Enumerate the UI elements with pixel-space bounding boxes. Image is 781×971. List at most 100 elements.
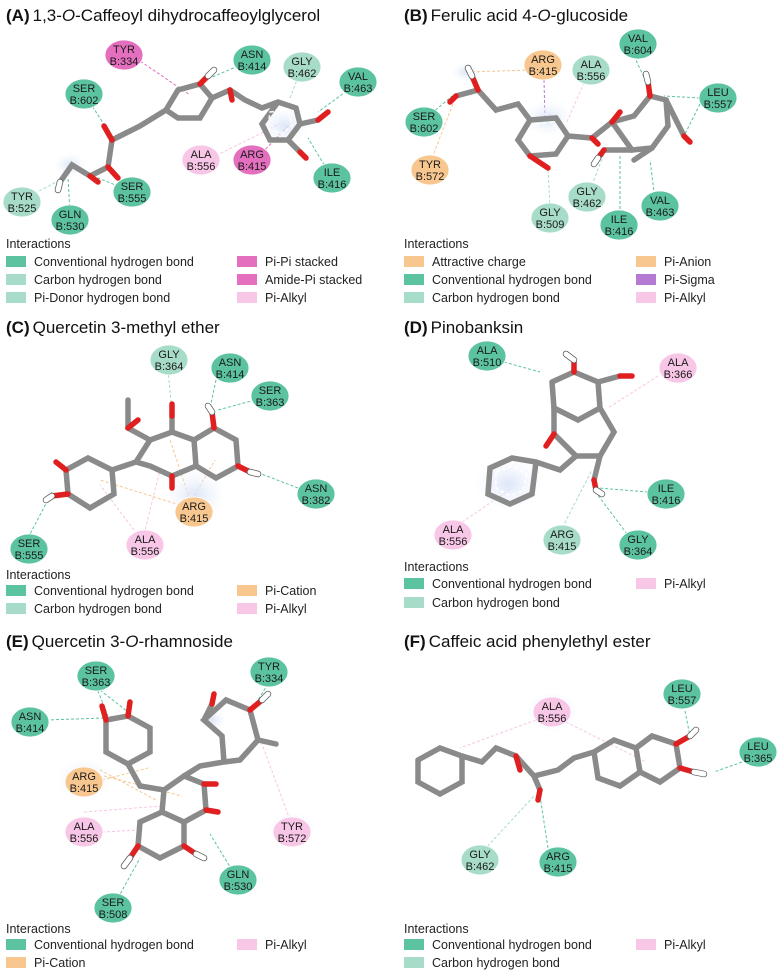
panel-b-ligand <box>447 62 693 171</box>
svg-text:Conventional hydrogen bond: Conventional hydrogen bond <box>34 584 194 598</box>
svg-text:ALA: ALA <box>74 821 95 833</box>
svg-text:LEU: LEU <box>671 683 692 695</box>
svg-text:SER: SER <box>413 111 436 123</box>
svg-text:GLY: GLY <box>469 849 491 861</box>
svg-text:B:602: B:602 <box>410 123 439 135</box>
svg-text:B:463: B:463 <box>344 83 373 95</box>
svg-text:TYR: TYR <box>113 44 135 56</box>
panel-d-title: (D)Pinobanksin <box>404 318 523 337</box>
svg-text:ILE: ILE <box>611 214 628 226</box>
svg-text:B:382: B:382 <box>302 495 331 507</box>
svg-text:TYR: TYR <box>281 821 303 833</box>
svg-text:ALA: ALA <box>668 357 689 369</box>
svg-text:Interactions: Interactions <box>6 922 71 936</box>
svg-text:Pi-Pi stacked: Pi-Pi stacked <box>265 255 338 269</box>
svg-text:Pi-Donor hydrogen bond: Pi-Donor hydrogen bond <box>34 291 170 305</box>
svg-text:B:364: B:364 <box>155 361 184 373</box>
svg-text:ASN: ASN <box>241 49 264 61</box>
panel-b-legend: Interactions Attractive charge Conventio… <box>404 237 715 305</box>
svg-text:VAL: VAL <box>628 33 648 45</box>
svg-text:B:556: B:556 <box>577 71 606 83</box>
svg-text:Pi-Sigma: Pi-Sigma <box>664 273 715 287</box>
svg-text:B:555: B:555 <box>118 193 147 205</box>
svg-text:GLY: GLY <box>291 56 313 68</box>
svg-text:B:556: B:556 <box>131 546 160 558</box>
svg-text:Amide-Pi stacked: Amide-Pi stacked <box>265 273 362 287</box>
svg-text:ARG: ARG <box>240 149 264 161</box>
svg-text:Interactions: Interactions <box>6 237 71 251</box>
svg-text:Carbon hydrogen bond: Carbon hydrogen bond <box>34 273 162 287</box>
svg-text:Conventional hydrogen bond: Conventional hydrogen bond <box>432 577 592 591</box>
svg-text:B:366: B:366 <box>664 369 693 381</box>
svg-text:B:572: B:572 <box>278 833 307 845</box>
svg-text:ARG: ARG <box>72 771 96 783</box>
svg-text:B:414: B:414 <box>16 723 45 735</box>
panel-b-title: (B)Ferulic acid 4-O-glucoside <box>404 6 628 25</box>
svg-text:SER: SER <box>259 385 282 397</box>
svg-text:Carbon hydrogen bond: Carbon hydrogen bond <box>432 291 560 305</box>
svg-text:ARG: ARG <box>546 851 570 863</box>
svg-text:VAL: VAL <box>348 71 368 83</box>
panel-c-legend: Interactions Conventional hydrogen bond … <box>6 568 316 616</box>
svg-text:Carbon hydrogen bond: Carbon hydrogen bond <box>432 956 560 970</box>
svg-text:B:415: B:415 <box>238 161 267 173</box>
svg-text:Conventional hydrogen bond: Conventional hydrogen bond <box>34 938 194 952</box>
svg-text:Pi-Alkyl: Pi-Alkyl <box>265 602 307 616</box>
svg-text:B:525: B:525 <box>8 203 37 215</box>
panel-e-title: (E)Quercetin 3-O-rhamnoside <box>6 632 233 651</box>
svg-text:B:530: B:530 <box>224 881 253 893</box>
svg-text:LEU: LEU <box>747 741 768 753</box>
svg-text:B:555: B:555 <box>15 550 44 562</box>
svg-text:Interactions: Interactions <box>404 237 469 251</box>
svg-text:B:415: B:415 <box>70 783 99 795</box>
svg-text:B:415: B:415 <box>180 513 209 525</box>
svg-text:TYR: TYR <box>419 159 441 171</box>
svg-text:B:334: B:334 <box>255 673 284 685</box>
svg-text:B:509: B:509 <box>536 219 565 231</box>
svg-text:Pi-Anion: Pi-Anion <box>664 255 711 269</box>
panel-f: (F)Caffeic acid phenylethyl ester <box>404 632 778 970</box>
svg-text:Conventional hydrogen bond: Conventional hydrogen bond <box>432 938 592 952</box>
panel-f-interaction-lines <box>459 705 743 851</box>
panel-a-ligand <box>54 66 331 194</box>
svg-text:GLY: GLY <box>627 534 649 546</box>
svg-text:B:462: B:462 <box>288 68 317 80</box>
svg-text:ILE: ILE <box>658 483 675 495</box>
svg-text:B:414: B:414 <box>238 61 267 73</box>
svg-text:B:415: B:415 <box>529 66 558 78</box>
svg-text:B:557: B:557 <box>704 99 733 111</box>
svg-text:ALA: ALA <box>135 534 156 546</box>
panel-f-legend: Interactions Conventional hydrogen bond … <box>404 922 706 970</box>
svg-text:ASN: ASN <box>219 357 242 369</box>
svg-text:ASN: ASN <box>19 711 42 723</box>
svg-text:B:363: B:363 <box>82 677 111 689</box>
panel-e-legend: Interactions Conventional hydrogen bond … <box>6 922 307 970</box>
svg-text:TYR: TYR <box>11 191 33 203</box>
svg-text:Pi-Alkyl: Pi-Alkyl <box>265 938 307 952</box>
svg-text:B:602: B:602 <box>70 95 99 107</box>
svg-text:B:508: B:508 <box>99 909 128 921</box>
